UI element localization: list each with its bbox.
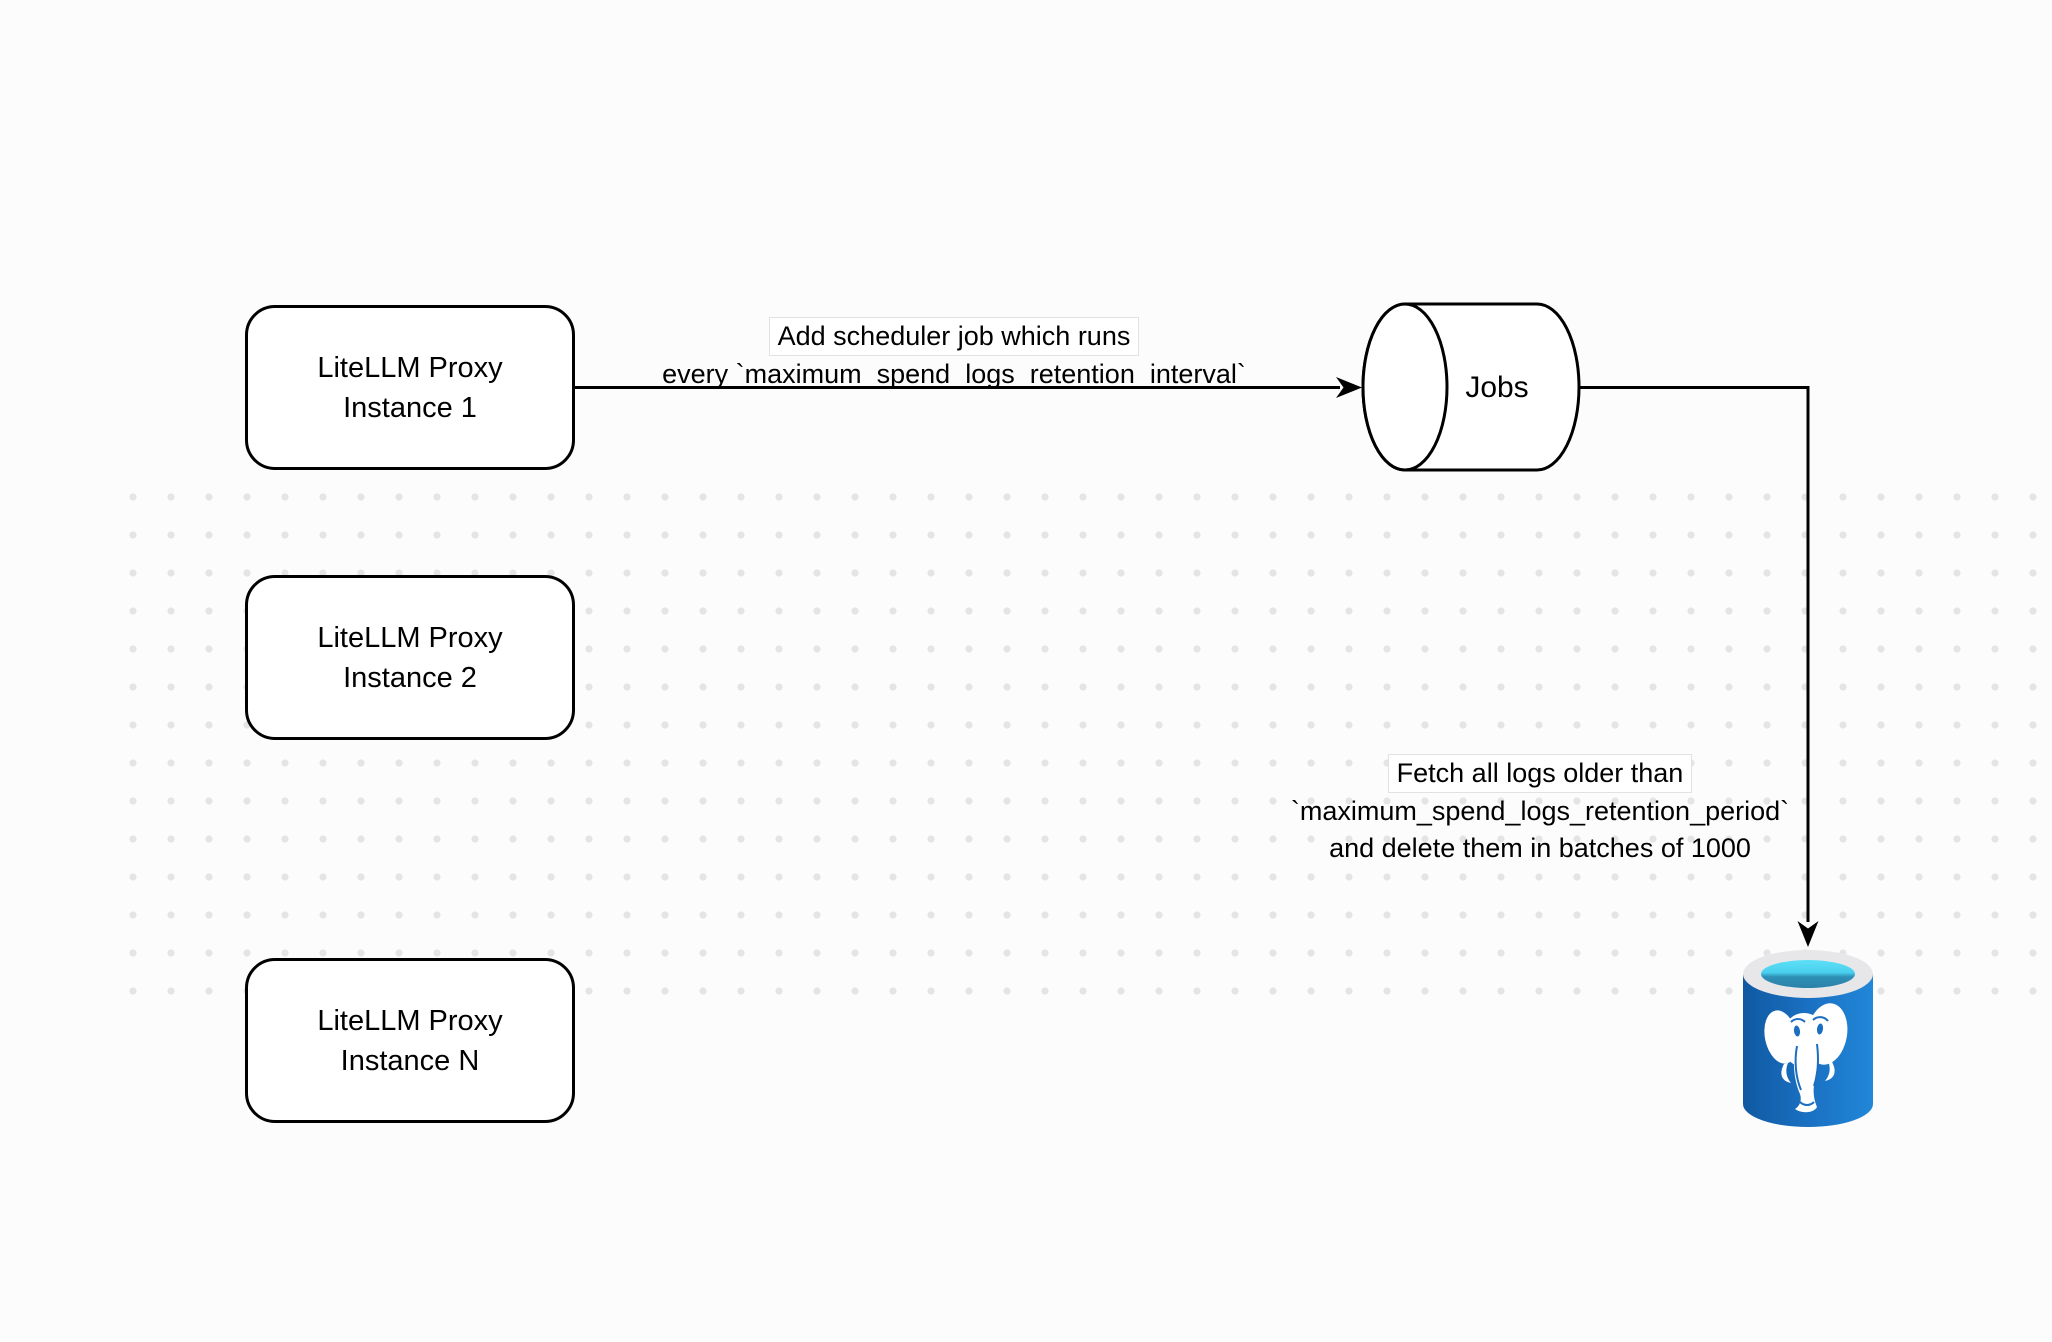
node-label-line: LiteLLM Proxy — [317, 1004, 503, 1037]
node-label-line: LiteLLM Proxy — [317, 621, 503, 654]
postgresql-database-icon — [1743, 950, 1873, 1127]
edge-label-scheduler: Add scheduler job which runs every `maxi… — [554, 317, 1354, 393]
edge-label-line: Add scheduler job which runs — [768, 317, 1140, 356]
node-label-line: Instance N — [340, 1044, 480, 1077]
edge-label-line: and delete them in batches of 1000 — [1329, 833, 1751, 863]
arrowhead-right-icon — [1336, 377, 1362, 398]
edge-jobs-to-postgres-line — [1579, 386, 1819, 947]
node-jobs-label: Jobs — [1465, 371, 1529, 404]
node-label-line: LiteLLM Proxy — [317, 351, 503, 384]
edge-label-fetch-delete: Fetch all logs older than `maximum_spend… — [1210, 754, 1870, 867]
arrowhead-down-icon — [1797, 921, 1819, 947]
node-label-line: Instance 2 — [343, 661, 477, 694]
node-litellm-proxy-instance-n: LiteLLM Proxy Instance N — [245, 958, 575, 1123]
node-jobs-cylinder — [1361, 302, 1581, 472]
edge-label-line: Fetch all logs older than — [1387, 754, 1693, 793]
postgres-elephant-icon — [1764, 1003, 1848, 1113]
edge-label-line: every `maximum_spend_logs_retention_inte… — [662, 359, 1246, 389]
node-litellm-proxy-instance-2: LiteLLM Proxy Instance 2 — [245, 575, 575, 740]
edge-scheduler-arrow — [575, 377, 1362, 398]
node-litellm-proxy-instance-1: LiteLLM Proxy Instance 1 — [245, 305, 575, 470]
node-label-line: Instance 1 — [343, 391, 477, 424]
postgres-cylinder-water — [1761, 960, 1855, 988]
dot-grid-background — [114, 478, 2052, 1010]
edge-label-line: `maximum_spend_logs_retention_period` — [1290, 796, 1790, 826]
